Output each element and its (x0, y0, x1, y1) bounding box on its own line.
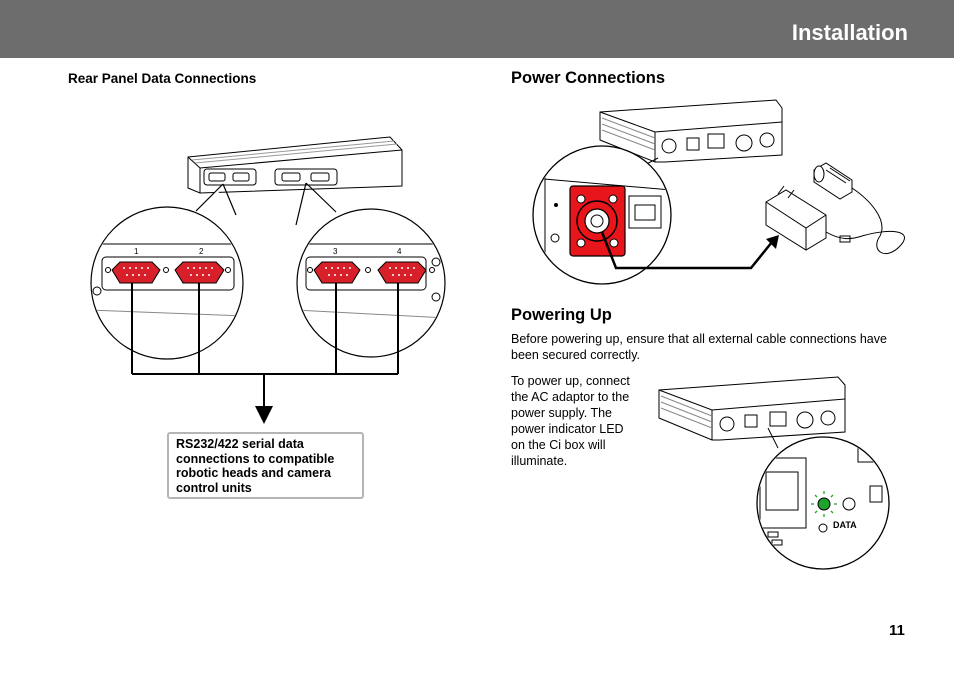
callout-line: connections to compatible (176, 451, 335, 466)
port-label-4: 4 (397, 247, 402, 256)
powering-up-body: To power up, connect the AC adaptor to t… (511, 373, 630, 469)
page-header: Installation (0, 0, 954, 58)
intro-line: been secured correctly. (511, 348, 640, 362)
body-line: power supply. The (511, 406, 612, 420)
led-zoom-detail (759, 447, 883, 546)
callout-line: RS232/422 serial data (176, 437, 304, 451)
serial-callout: RS232/422 serial data connections to com… (167, 432, 364, 499)
down-arrow (255, 406, 273, 424)
port-label-3: 3 (333, 247, 338, 256)
port-label-1: 1 (134, 247, 139, 256)
left-zoom-detail (92, 243, 242, 317)
callout-line: robotic heads and camera (176, 466, 331, 481)
powering-up-intro: Before powering up, ensure that all exte… (511, 331, 887, 363)
power-link-arrowhead (766, 235, 779, 249)
data-label: DATA (833, 520, 857, 530)
body-line: power indicator LED (511, 422, 624, 436)
ci-box-led-view (658, 376, 846, 441)
power-zoom-circle (532, 145, 672, 285)
page-number: 11 (889, 622, 905, 639)
left-zoom-circle (90, 183, 244, 360)
xlr-plug (813, 162, 853, 200)
power-connections-heading: Power Connections (511, 69, 666, 87)
body-line: on the Ci box will (511, 438, 606, 452)
connection-lines (131, 283, 399, 406)
port-label-2: 2 (199, 247, 204, 256)
ac-adaptor (765, 185, 905, 255)
right-zoom-circle (295, 182, 446, 358)
power-link-line (600, 231, 773, 270)
intro-line: Before powering up, ensure that all exte… (511, 332, 887, 346)
ci-box-power-view (599, 99, 783, 163)
led-zoom-circle (756, 436, 890, 570)
body-line: To power up, connect (511, 374, 630, 388)
body-line: illuminate. (511, 454, 568, 468)
callout-line: control units (176, 480, 252, 495)
rear-panel-heading: Rear Panel Data Connections (68, 71, 257, 86)
page-title: Installation (791, 20, 908, 45)
powering-up-heading: Powering Up (511, 306, 612, 324)
power-zoom-detail (534, 175, 670, 257)
ci-box-top-view (187, 136, 403, 194)
right-zoom-detail (298, 243, 444, 319)
body-line: the AC adaptor to the (511, 390, 630, 404)
